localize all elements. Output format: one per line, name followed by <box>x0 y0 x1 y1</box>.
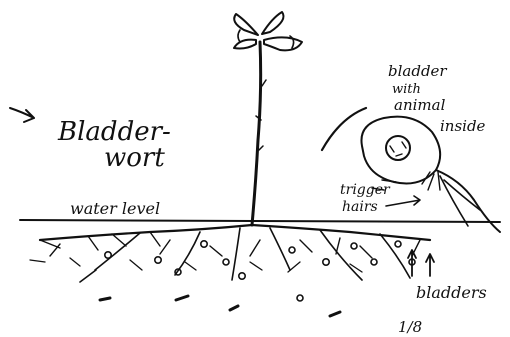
sediment-marks <box>100 296 340 316</box>
submerged-branches <box>30 225 430 282</box>
flower <box>234 12 302 50</box>
bladder-label-line-1: bladder <box>388 62 447 80</box>
bladders-label: bladders <box>416 283 487 302</box>
bladder-label-line-2: with <box>392 82 421 97</box>
bladder-dots <box>105 241 415 301</box>
fraction-label: 1/8 <box>398 318 422 336</box>
title-line-2: wort <box>104 143 165 173</box>
water-level-line <box>20 220 500 222</box>
bladders-arrow-2 <box>426 254 434 276</box>
trigger-arrow <box>386 196 420 206</box>
water-level-label: water level <box>70 199 160 218</box>
title-arrow <box>10 108 34 122</box>
trigger-label-line-1: trigger <box>340 182 391 198</box>
stem <box>252 42 261 225</box>
bladder-label-line-4: inside <box>440 117 486 135</box>
bladder-label-line-3: animal <box>394 96 446 114</box>
trigger-label-line-2: hairs <box>342 199 378 215</box>
